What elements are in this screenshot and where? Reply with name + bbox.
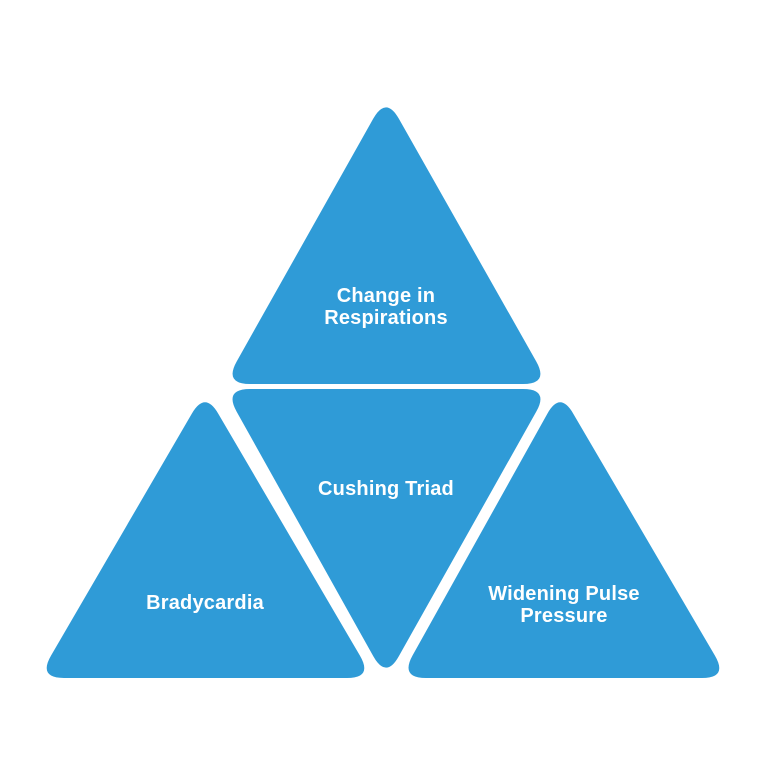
- top-triangle-label: Change in Respirations: [236, 285, 536, 329]
- right-label-line1: Widening Pulse: [488, 583, 640, 605]
- center-triangle-label: Cushing Triad: [236, 478, 536, 500]
- left-triangle-label: Bradycardia: [55, 592, 355, 614]
- right-label-line2: Pressure: [520, 605, 608, 627]
- right-triangle-label: Widening Pulse Pressure: [414, 583, 714, 627]
- center-label-text: Cushing Triad: [318, 478, 454, 500]
- top-label-line2: Respirations: [324, 307, 448, 329]
- triangle-top: [232, 107, 541, 384]
- triangle-bottom-right: [408, 402, 720, 678]
- triangle-center-inverted: [232, 389, 541, 668]
- top-label-line1: Change in: [336, 285, 436, 307]
- left-label-text: Bradycardia: [146, 592, 264, 614]
- triangle-bottom-left: [46, 402, 365, 678]
